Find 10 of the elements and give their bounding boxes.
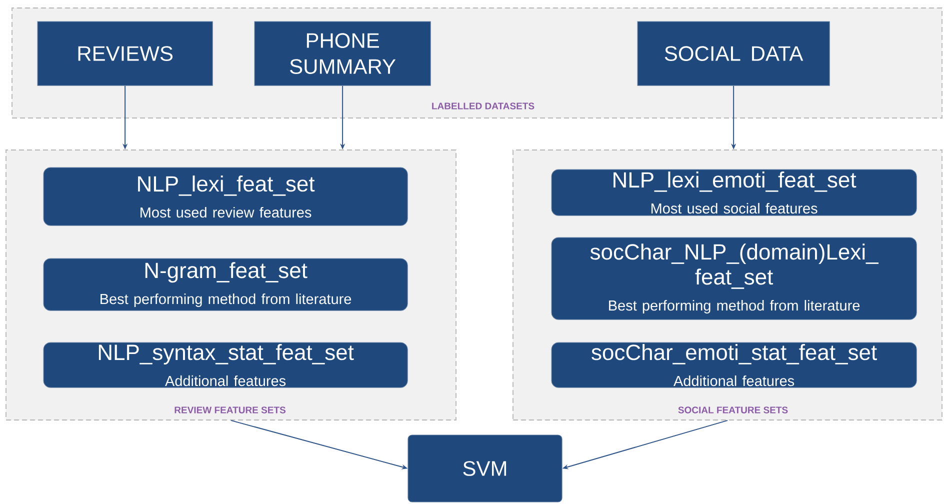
dataset-box: REVIEWS	[37, 21, 213, 86]
feature-set-box: N-gram_feat_set Best performing method from literature	[43, 258, 408, 311]
feature-set-box: NLP_syntax_stat_feat_set Additional features	[43, 342, 408, 388]
feature-set-box: socChar_emoti_stat_feat_set Additional features	[551, 342, 917, 388]
classifier-box: SVM	[408, 434, 562, 502]
dataset-box: PHONE SUMMARY	[254, 21, 431, 86]
feature-set-box: NLP_lexi_feat_set Most used review features	[43, 167, 408, 226]
dataset-box: SOCIAL DATA	[637, 21, 830, 86]
feature-set-box: NLP_lexi_emoti_feat_set Most used social features	[551, 169, 917, 216]
feature-set-box: socChar_NLP_(domain)Lexi_ feat_set Best performing method from literature	[551, 237, 917, 320]
